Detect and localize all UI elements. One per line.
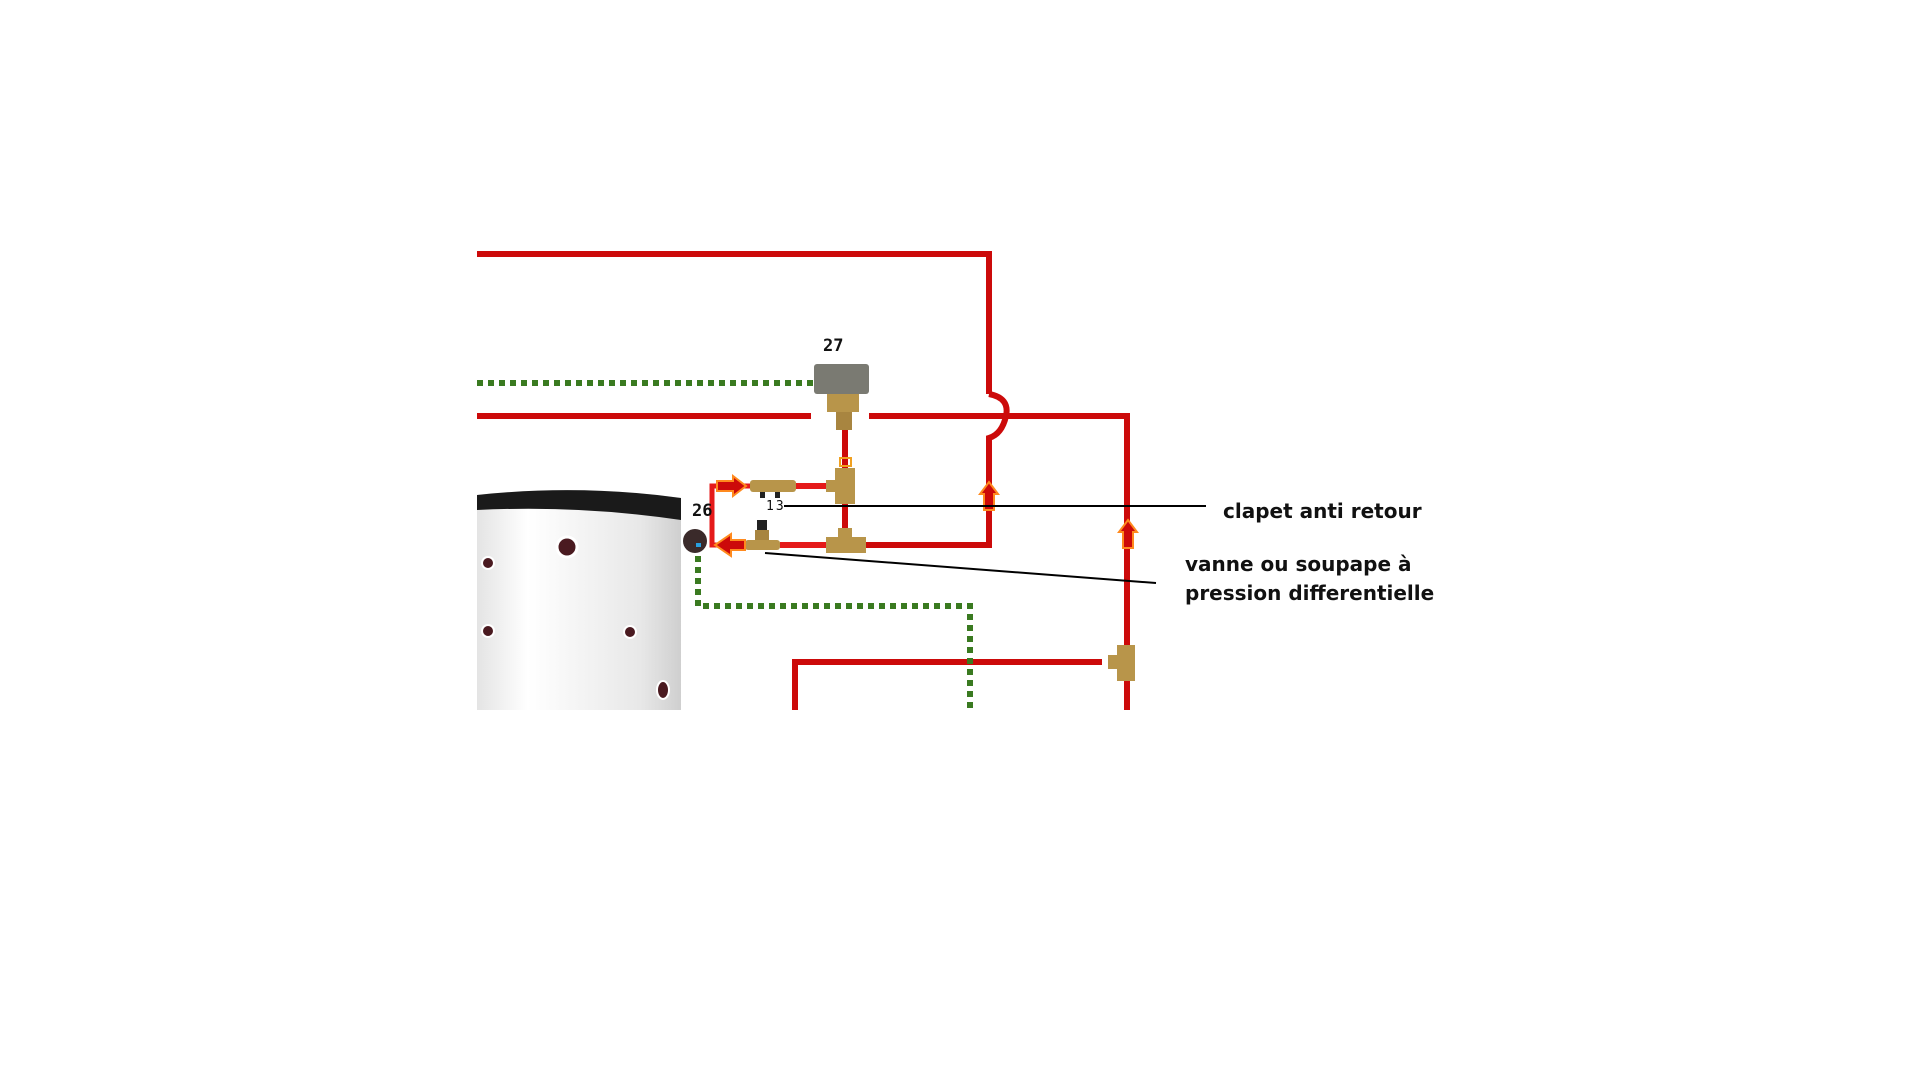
arrow-up-icon: [1117, 518, 1139, 549]
arrow-left-icon: [713, 532, 746, 558]
differential-pressure-valve: [745, 520, 780, 550]
arrow-right-icon: [716, 473, 748, 499]
circulator-pump-26: [683, 529, 707, 553]
storage-tank: [477, 490, 681, 710]
annotation-diff-valve-1: vanne ou soupape à: [1185, 552, 1412, 576]
leader-line-diff-valve: [764, 552, 1157, 584]
label-13: 13: [766, 499, 786, 514]
motorized-valve-27: [814, 364, 869, 467]
tee-fittings: [826, 468, 1135, 681]
pipe-bottom-loop: [792, 659, 1102, 710]
label-26: 26: [692, 501, 713, 521]
label-27: 27: [823, 336, 844, 356]
check-valve-13: [750, 480, 796, 498]
arrow-up-icon: [978, 480, 1000, 511]
annotation-check-valve: clapet anti retour: [1223, 499, 1422, 523]
annotation-diff-valve-2: pression differentielle: [1185, 581, 1435, 605]
pipe-right-riser: [869, 413, 1130, 710]
pipe-top-supply: [477, 251, 992, 394]
control-wire-26: [695, 556, 973, 710]
